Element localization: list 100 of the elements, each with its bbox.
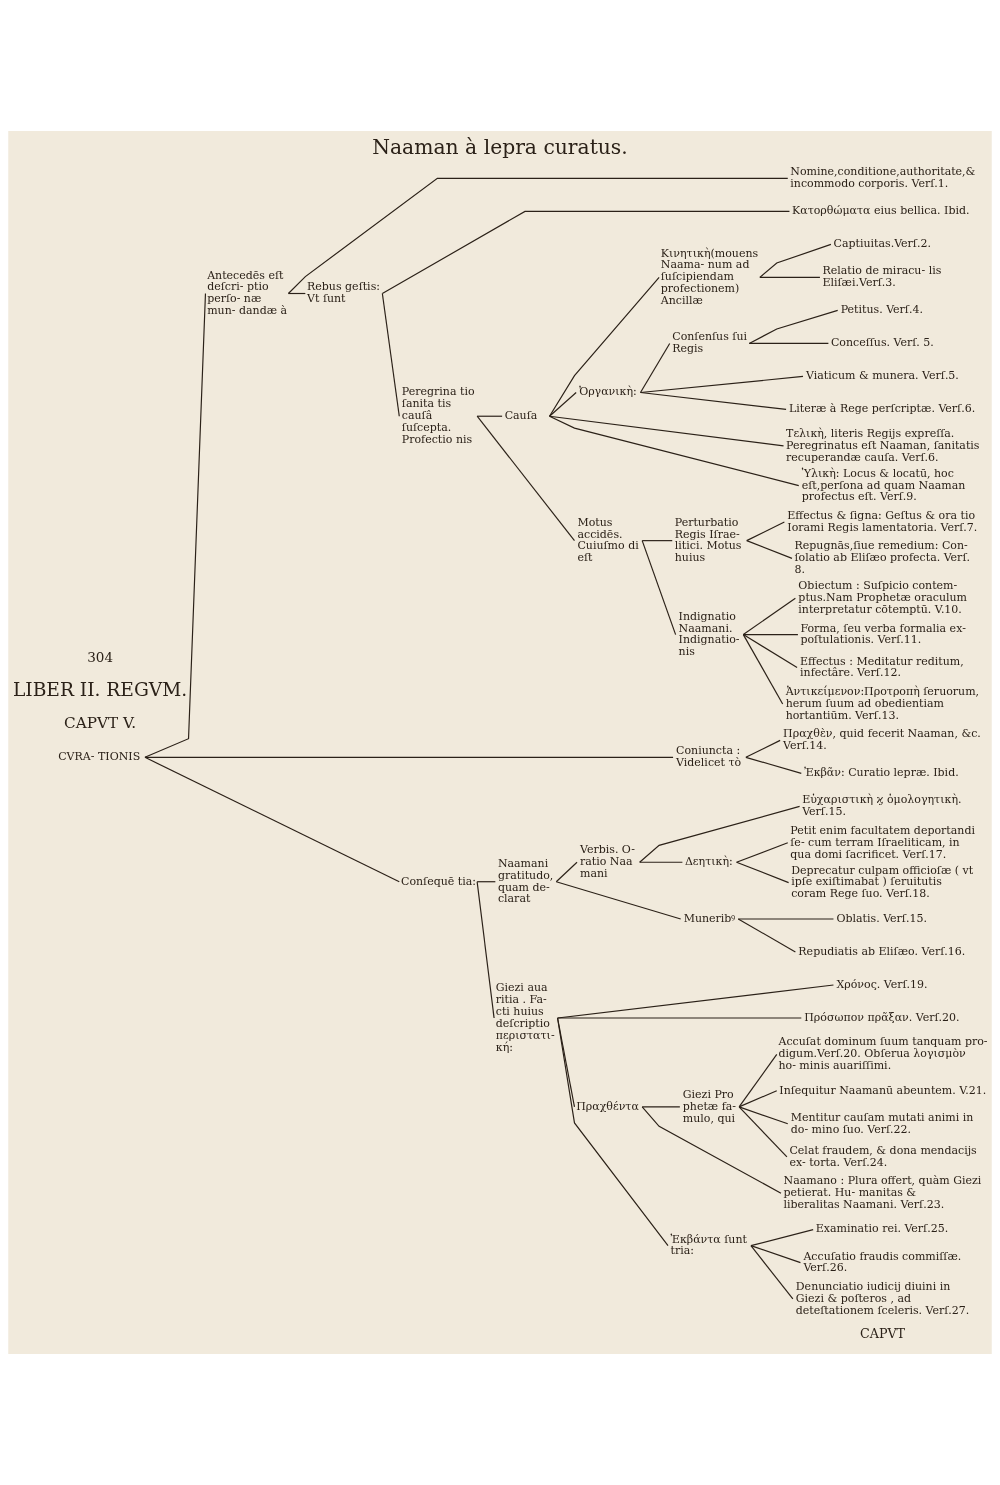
connector <box>738 1106 789 1125</box>
node-text: Δεητικὴ: <box>684 855 733 869</box>
connector <box>476 881 496 883</box>
node-text: Relatio de miracu- lis Eliſæi.Verſ.3. <box>822 264 942 290</box>
connector <box>555 881 682 920</box>
node-text: Viaticum & munera. Verſ.5. <box>805 369 959 383</box>
node-text: Captiuitas.Verſ.2. <box>833 237 931 251</box>
node-text: Peregrina tio ſanita tis cauſâ ſuſcepta. Profectio nis <box>401 385 475 446</box>
connector <box>556 1017 802 1019</box>
connector <box>548 391 577 417</box>
node-text: Conſenſus ſui Regis <box>672 330 747 356</box>
node-text: Giezi Pro phetæ fa- mulo, qui <box>682 1087 737 1125</box>
node-text: Mentitur cauſam mutati animi in do- mino ſuo. Verſ.22. <box>790 1110 974 1136</box>
connector <box>476 881 495 1019</box>
node-text: Celat fraudem, & dona mendacijs ex- torta. Verſ.24. <box>789 1143 977 1169</box>
connector <box>738 1090 778 1108</box>
node-text: Forma, ſeu verba formalia ex- poſtulationis. Verſ.11. <box>800 621 966 647</box>
label: LIBER II. REGVM. <box>12 679 188 701</box>
connector <box>737 918 835 920</box>
connector <box>759 243 832 278</box>
node-text: Accuſatio fraudis commiſſæ. Verſ.26. <box>803 1249 962 1275</box>
node-text: Coniuncta : Videlicet τὸ <box>676 744 742 770</box>
node-text: Ὀργανικὴ: <box>579 385 637 399</box>
connector <box>555 861 578 883</box>
connector <box>641 540 677 636</box>
node-text: Antecedēs eſt deſcri- ptio perſo- næ mun- dandæ à <box>207 268 288 318</box>
node-text: Indignatio Naamani. Indignatio- nis <box>678 609 740 659</box>
node-text: Effectus & ſigna: Geſtus & ora tio Iorami Regis lamentatoria. Verſ.7. <box>787 508 978 534</box>
connector <box>641 1106 782 1194</box>
connector <box>735 861 790 884</box>
label: 304 <box>87 648 114 665</box>
node-text: Πραχθὲν, quid fecerit Naaman, &c. Verſ.14. <box>783 727 981 753</box>
connector <box>476 415 576 542</box>
connector <box>641 540 673 542</box>
connector <box>746 521 785 542</box>
node-text: Ἀντικείμενον:Προτροπὴ ſeruorum, herum ſuum ad obedientiam hortantiūm. Verſ.13. <box>785 685 980 722</box>
node-text: Rebus geſtis: Vt ſunt <box>307 280 381 306</box>
node-text: Obiectum : Suſpicio contem- ptus.Nam Prophetæ oraculum interpretatur cōtemptū. V.10. <box>798 579 968 616</box>
connector <box>548 415 800 487</box>
connector <box>556 1017 669 1247</box>
node-text: Ἐκβάντα ſunt tria: <box>670 1232 747 1258</box>
node-text: Giezi aua ritia . Fa- cti huius deſcriptio περιστατι- κή: <box>495 981 555 1054</box>
connector <box>641 1106 681 1108</box>
connector <box>746 540 793 559</box>
connector <box>745 756 802 774</box>
connector <box>742 634 784 705</box>
node-text: Inſequitur Naamanū abeuntem. V.21. <box>779 1083 987 1097</box>
node-text: Ὑλικὴ: Locus & locatū, hoc eſt,perſona ad quam Naaman profectus eſt. Verſ.9. <box>801 466 966 504</box>
node-text: Τελικὴ, literis Regijs expreſſa. Peregrinatus eſt Naaman, ſanitatis recuperandæ cauſa. Verſ.6. <box>786 426 980 464</box>
connector <box>639 805 801 863</box>
connector <box>639 861 683 863</box>
connector <box>737 918 796 953</box>
node-text: Κατορθώματα eius bellica. Ibid. <box>792 204 970 218</box>
node-text: Accuſat dominum ſuum tanquam pro- digum.Verſ.20. Obſerua λογισμὸν ho- minis auariſſimi. <box>778 1035 988 1073</box>
node-text: Petit enim facultatem deportandi ſe- cum terram Iſraeliticam, in qua domi ſacrificet. Verſ.17. <box>790 823 975 861</box>
connector <box>750 1245 794 1300</box>
node-text: Conceſſus. Verſ. 5. <box>830 336 934 350</box>
label: CAPVT V. <box>64 714 137 733</box>
connector <box>381 292 400 417</box>
node-text: Deprecatur culpam officioſæ ( vt ipſe exiſtimabat ) ſeruitutis coram Rege ſuo. Verſ.18. <box>791 863 974 901</box>
node-text: Χρόνος. Verſ.19. <box>836 977 928 991</box>
node-text: Nomine,conditione,authoritate,& incommodo corporis. Verſ.1. <box>790 165 976 191</box>
node-text: Verbis. O- ratio Naa mani <box>579 843 636 880</box>
node-text: Muneribꝰ <box>683 911 736 925</box>
connector <box>144 756 400 883</box>
node-text: Effectus : Meditatur reditum, infectâre. Verſ.12. <box>800 654 964 680</box>
node-text: Motus accidēs. Cuiuſmo di eſt <box>577 515 639 565</box>
node-text: Naamano : Plura offert, quàm Giezi petierat. Hu- manitas & liberalitas Naamani. Verſ.23. <box>783 1174 982 1211</box>
node-text: Κινητικὴ(mouens Naama- num ad ſuſcipiendam profectionem) Ancillæ <box>660 246 759 307</box>
node-text: Πρόσωπον πρᾶξαν. Verſ.20. <box>804 1010 960 1024</box>
connector <box>742 634 798 669</box>
connector <box>742 597 796 636</box>
connector <box>735 842 789 863</box>
connector <box>556 984 835 1019</box>
node-text: Conſequē tia: <box>400 874 477 888</box>
connector <box>745 739 781 758</box>
node-text: Examinatio rei. Verſ.25. <box>815 1222 949 1236</box>
connector <box>548 276 660 417</box>
connector <box>639 342 671 394</box>
node-text: Repudiatis ab Eliſæo. Verſ.16. <box>798 944 966 958</box>
node-text: Repugnās,ſiue remedium: Con- ſolatio ab Eliſæo profecta. Verſ. 8. <box>794 539 970 577</box>
node-text: Πραχθέντα <box>576 1099 639 1113</box>
node-text: Εὐχαριστικὴ ϗ ὁμολογητικὴ. Verſ.15. <box>802 793 962 819</box>
connector <box>742 634 799 636</box>
node-text: Oblatis. Verſ.15. <box>836 911 927 925</box>
node-text: Naamani gratitudo, quam de- clarat <box>497 856 554 906</box>
connector <box>738 1106 788 1158</box>
connector <box>144 292 207 758</box>
diagram-title: Naaman à lepra curatus. <box>372 135 628 160</box>
connector <box>476 415 503 417</box>
connector <box>748 309 839 345</box>
node-text: Denunciatio iudicij diuini in Giezi & poſteros , ad deteſtationem ſceleris. Verſ.27. <box>795 1280 970 1317</box>
node-text: Ἐκβᾶν: Curatio lepræ. Ibid. <box>804 766 959 780</box>
node-text: Petitus. Verſ.4. <box>840 303 923 317</box>
connector <box>748 342 829 345</box>
connector <box>750 1229 814 1247</box>
node-text: Perturbatio Regis Iſrae- litici. Motus huius <box>674 515 742 565</box>
connector <box>759 276 821 278</box>
label: CAPVT <box>860 1326 906 1342</box>
node-text: Literæ à Rege perſcriptæ. Verſ.6. <box>789 402 976 416</box>
